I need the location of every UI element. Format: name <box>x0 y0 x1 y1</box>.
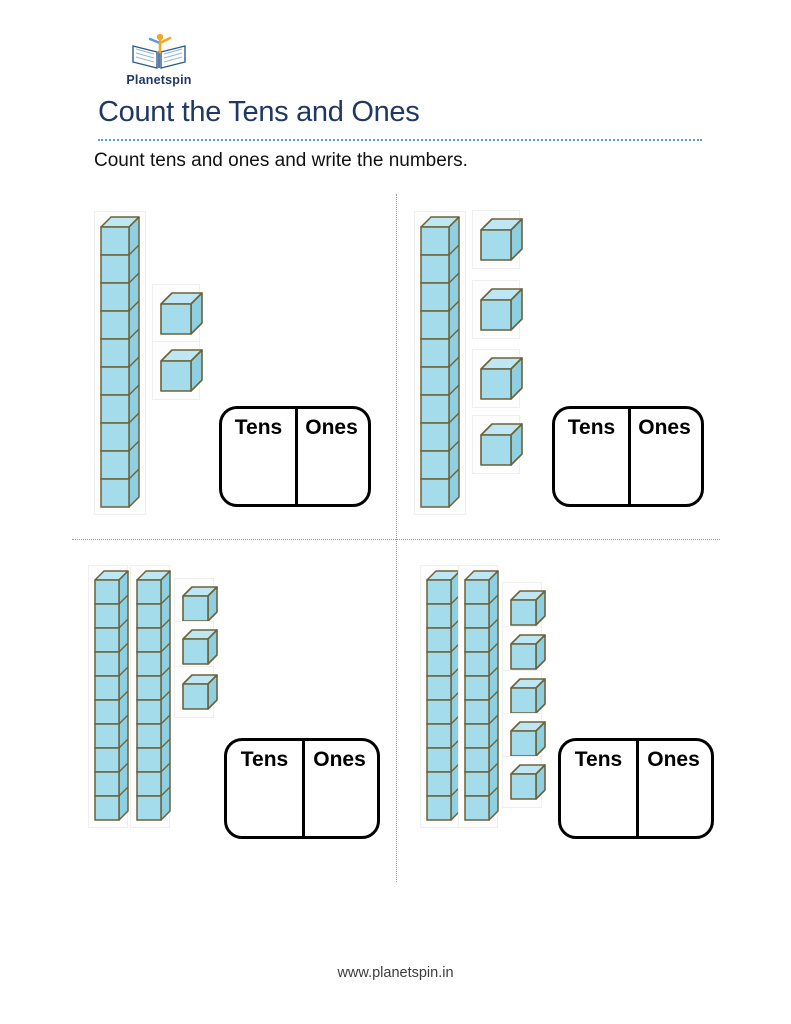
page-title: Count the Tens and Ones <box>98 96 420 128</box>
unit-cube-icon <box>182 629 218 665</box>
ones-column-label: Ones <box>305 416 358 439</box>
tens-column-label: Tens <box>234 416 283 439</box>
tens-rod-icon <box>100 216 140 508</box>
unit-cube-icon <box>480 288 523 331</box>
title-underline <box>98 139 702 141</box>
unit-cube-icon <box>480 218 523 261</box>
tens-rod <box>136 570 171 826</box>
tens-ones-answer-box[interactable]: Tens Ones <box>552 406 704 507</box>
problem-2: Tens Ones <box>412 210 712 524</box>
ones-column-label: Ones <box>647 748 700 771</box>
ones-cube <box>182 629 218 670</box>
answer-box-headers: Tens Ones <box>227 748 377 772</box>
ones-cube <box>480 423 523 471</box>
tens-rod-icon <box>136 570 171 821</box>
ones-answer-field[interactable] <box>628 447 701 502</box>
open-book-with-figure-icon <box>132 33 186 69</box>
ones-cube <box>160 349 203 397</box>
ones-answer-field[interactable] <box>302 779 377 834</box>
tens-rod <box>426 570 461 826</box>
page-instructions: Count tens and ones and write the number… <box>94 150 468 171</box>
brand-logo: Planetspin <box>104 32 214 87</box>
ones-cube <box>160 292 203 340</box>
answer-box-divider <box>302 741 305 836</box>
ones-cube <box>182 586 218 627</box>
problem-1: Tens Ones <box>92 211 392 524</box>
tens-ones-answer-box[interactable]: Tens Ones <box>558 738 714 839</box>
unit-cube-icon <box>480 357 523 400</box>
unit-cube-icon <box>510 634 546 670</box>
tens-answer-field[interactable] <box>227 779 302 834</box>
unit-cube-icon <box>510 590 546 626</box>
tens-rod-icon <box>420 216 460 508</box>
unit-cube-icon <box>480 423 523 466</box>
footer-url: www.planetspin.in <box>337 965 454 981</box>
ones-cube <box>182 674 218 715</box>
ones-cube <box>510 634 546 675</box>
ones-cube <box>510 721 546 762</box>
ones-cube <box>510 590 546 631</box>
ones-cube <box>480 218 523 266</box>
answer-box-divider <box>295 409 298 504</box>
unit-cube-icon <box>510 764 546 800</box>
tens-rod <box>94 570 129 826</box>
ones-cube <box>480 357 523 405</box>
problem-4: Tens Ones <box>406 565 718 861</box>
tens-column-label: Tens <box>574 748 623 771</box>
ones-cube <box>480 288 523 336</box>
tens-rod <box>100 216 140 513</box>
tens-ones-answer-box[interactable]: Tens Ones <box>219 406 371 507</box>
unit-cube-icon <box>160 349 203 392</box>
problem-3: Tens Ones <box>86 565 392 856</box>
quadrant-divider-vertical <box>396 194 397 882</box>
tens-ones-answer-box[interactable]: Tens Ones <box>224 738 380 839</box>
tens-rod <box>420 216 460 513</box>
ones-answer-field[interactable] <box>636 779 711 834</box>
unit-cube-icon <box>160 292 203 335</box>
brand-name: Planetspin <box>126 73 192 87</box>
ones-cube <box>510 678 546 719</box>
ones-cube <box>510 764 546 805</box>
ones-column-label: Ones <box>313 748 366 771</box>
tens-rod <box>464 570 499 826</box>
answer-box-headers: Tens Ones <box>555 416 701 440</box>
unit-cube-icon <box>510 721 546 757</box>
unit-cube-icon <box>182 674 218 710</box>
tens-answer-field[interactable] <box>555 447 628 502</box>
ones-column-label: Ones <box>638 416 691 439</box>
tens-answer-field[interactable] <box>561 779 636 834</box>
tens-column-label: Tens <box>240 748 289 771</box>
answer-box-divider <box>628 409 631 504</box>
unit-cube-icon <box>510 678 546 714</box>
answer-box-headers: Tens Ones <box>561 748 711 772</box>
answer-box-divider <box>636 741 639 836</box>
tens-rod-icon <box>464 570 499 821</box>
tens-rod-icon <box>426 570 461 821</box>
tens-column-label: Tens <box>567 416 616 439</box>
unit-cube-icon <box>182 586 218 622</box>
tens-rod-icon <box>94 570 129 821</box>
ones-answer-field[interactable] <box>295 447 368 502</box>
answer-box-headers: Tens Ones <box>222 416 368 440</box>
tens-answer-field[interactable] <box>222 447 295 502</box>
